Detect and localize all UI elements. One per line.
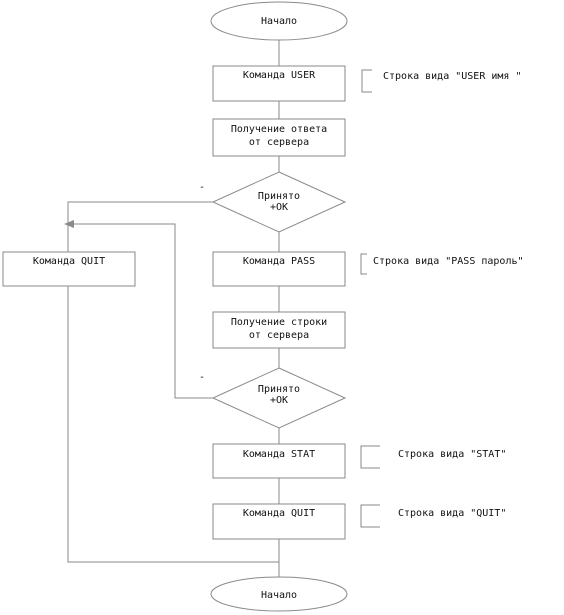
process-receive-reply: Получение ответа от сервера: [212, 118, 346, 157]
cmd-user-label: Команда USER: [243, 70, 316, 81]
loop-arrowhead: [64, 220, 74, 228]
decision1-line2: +OK: [270, 202, 288, 213]
note-bracket-user: [361, 69, 372, 93]
recv-line-line1: Получение строки: [231, 317, 327, 328]
decision1-minus-label: -: [199, 182, 205, 193]
decision-accepted-1: Принято +OK: [211, 171, 347, 233]
note-user: Строка вида "USER имя ": [383, 71, 521, 82]
note-bracket-pass: [360, 253, 367, 275]
decision1-line1: Принято: [258, 191, 300, 202]
start-label: Начало: [261, 16, 297, 27]
decision2-line2: +OK: [270, 395, 288, 406]
connector-quit-left-end: [67, 286, 279, 563]
start-terminal: Начало: [210, 1, 348, 41]
end-terminal: Начало: [210, 576, 348, 612]
cmd-stat-label: Команда STAT: [243, 449, 315, 460]
decision-accepted-2: Принято +OK: [211, 367, 347, 429]
cmd-quit-left-label: Команда QUIT: [33, 256, 105, 267]
decision2-line1: Принято: [258, 384, 300, 395]
process-cmd-pass: Команда PASS: [212, 251, 346, 287]
connector-decision1-quit-left: [67, 201, 213, 252]
note-quit: Строка вида "QUIT": [398, 508, 506, 519]
connector-decision2-loop: [68, 223, 213, 399]
note-stat: Строка вида "STAT": [398, 449, 506, 460]
note-pass: Строка вида "PASS пароль": [373, 256, 524, 267]
recv-reply-line2: от сервера: [249, 137, 309, 148]
process-cmd-quit-left: Команда QUIT: [2, 251, 136, 287]
cmd-quit-label: Команда QUIT: [243, 508, 315, 519]
note-bracket-stat: [360, 445, 380, 469]
note-bracket-quit: [360, 504, 380, 528]
recv-line-line2: от сервера: [249, 330, 309, 341]
process-receive-line: Получение строки от сервера: [212, 311, 346, 349]
process-cmd-user: Команда USER: [212, 65, 346, 102]
process-cmd-stat: Команда STAT: [212, 443, 346, 479]
end-label: Начало: [261, 590, 297, 601]
decision2-minus-label: -: [199, 372, 205, 383]
recv-reply-line1: Получение ответа: [231, 124, 327, 135]
cmd-pass-label: Команда PASS: [243, 256, 315, 267]
process-cmd-quit: Команда QUIT: [212, 503, 346, 540]
